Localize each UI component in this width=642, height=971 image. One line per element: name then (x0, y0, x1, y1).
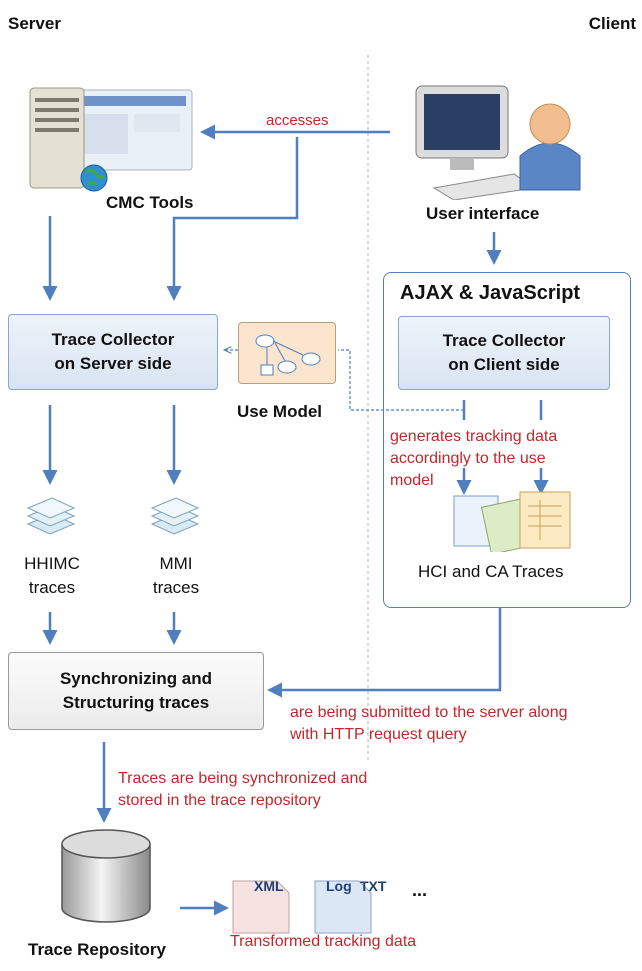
trace-collector-client-box: Trace Collector on Client side (398, 316, 610, 390)
trace-collector-server-line1: Trace Collector (51, 330, 175, 349)
synchronized-line2: stored in the trace repository (118, 792, 321, 809)
log-label: Log (326, 878, 352, 894)
user-interface-label: User interface (426, 204, 540, 223)
trace-collector-client-line2: on Client side (448, 355, 560, 374)
log-file-icon (314, 880, 372, 934)
hhimc-line1: HHIMC (24, 554, 80, 573)
database-icon (56, 828, 156, 928)
hci-ca-traces-label: HCI and CA Traces (418, 562, 564, 581)
mmi-stack-icon (148, 494, 202, 544)
submitted-line2: with HTTP request query (290, 726, 467, 743)
ajax-container (383, 272, 631, 608)
submitted-line1: are being submitted to the server along (290, 704, 568, 721)
accesses-label: accesses (266, 112, 329, 129)
hhimc-line2: traces (28, 578, 76, 597)
cmc-tools-label: CMC Tools (106, 193, 194, 212)
mmi-line1: MMI (159, 554, 193, 573)
user-computer-icon (410, 78, 590, 201)
synchronizing-box: Synchronizing and Structuring traces (8, 652, 264, 730)
hhimc-traces-label: HHIMC traces (20, 552, 84, 600)
use-model-label: Use Model (237, 402, 323, 421)
generates-line3: model (390, 472, 434, 489)
xml-file-icon (232, 880, 290, 934)
trace-repository-label: Trace Repository (28, 940, 166, 959)
trace-collector-server-line2: on Server side (54, 354, 172, 373)
trace-collector-client-line1: Trace Collector (442, 331, 566, 350)
generates-line2: accordingly to the use (390, 450, 546, 467)
cmc-branch-arrow (166, 137, 299, 301)
synchronized-annotation: Traces are being synchronized and stored… (118, 768, 367, 812)
more-files-ellipsis: ... (412, 880, 428, 900)
synchronizing-line2: Structuring traces (62, 693, 210, 712)
server-icon (26, 84, 196, 194)
hhimc-stack-icon (24, 494, 78, 544)
use-model-dashed-link (338, 349, 464, 411)
transformed-label: Transformed tracking data (230, 933, 417, 950)
generates-line1: generates tracking data (390, 428, 558, 445)
synchronizing-line1: Synchronizing and (59, 669, 213, 688)
ajax-label: AJAX & JavaScript (400, 282, 581, 304)
submitted-annotation: are being submitted to the server along … (290, 702, 568, 746)
use-model-icon (238, 322, 336, 384)
mmi-line2: traces (152, 578, 200, 597)
xml-label: XML (254, 878, 284, 894)
hci-ca-documents-icon (450, 488, 580, 555)
client-to-sync-arrow (267, 608, 502, 698)
server-header: Server (8, 14, 61, 33)
txt-label: TXT (360, 878, 387, 894)
generates-annotation: generates tracking data accordingly to t… (390, 426, 557, 492)
trace-collector-server-box: Trace Collector on Server side (8, 314, 218, 390)
client-header: Client (588, 14, 636, 33)
synchronized-line1: Traces are being synchronized and (118, 770, 368, 787)
mmi-traces-label: MMI traces (144, 552, 208, 600)
